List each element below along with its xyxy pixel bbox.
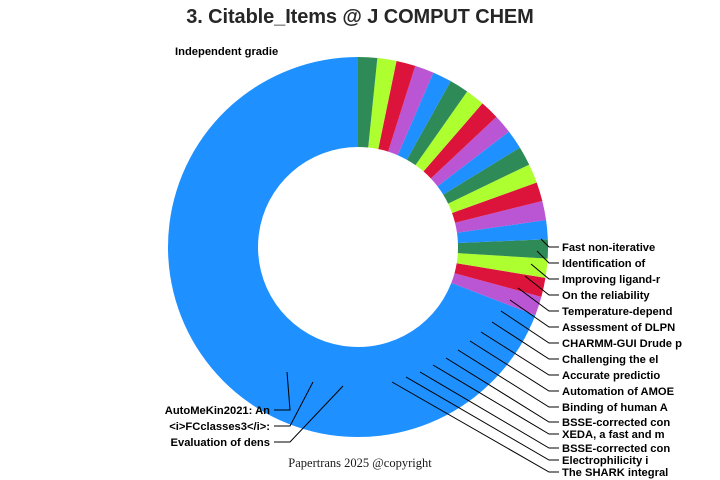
donut-wedge[interactable]	[454, 263, 546, 297]
slice-label: Accurate predictio	[562, 370, 660, 382]
leader-line	[509, 299, 559, 328]
slice-label: Binding of human A	[562, 402, 668, 414]
leader-line	[432, 364, 559, 435]
slice-label: Fast non-iterative	[562, 242, 655, 254]
donut-wedge[interactable]	[397, 72, 451, 160]
leader-line-group	[274, 238, 559, 473]
slice-label: On the reliability	[562, 290, 650, 302]
leader-line	[391, 381, 559, 473]
donut-wedge[interactable]	[368, 57, 397, 150]
donut-wedge[interactable]	[456, 219, 548, 243]
slice-label: Automation of AMOE	[562, 386, 675, 398]
donut-wedge[interactable]	[452, 182, 543, 223]
leader-line	[530, 263, 559, 280]
donut-wedge[interactable]	[358, 57, 378, 148]
leader-line	[480, 331, 559, 376]
slice-label: Challenging the el	[562, 354, 658, 366]
slice-label: Independent gradie	[175, 46, 278, 58]
leader-line	[469, 340, 559, 392]
copyright-footer: Papertrans 2025 @copyright	[288, 456, 432, 470]
page-title: 3. Citable_Items @ J COMPUT CHEM	[186, 6, 534, 28]
slice-label: Assessment of DLPN	[562, 322, 675, 334]
leader-line	[540, 238, 559, 248]
slice-label: BSSE-corrected con	[562, 443, 670, 455]
slice-label: AutoMeKin2021: An	[165, 405, 270, 417]
leader-line	[524, 275, 559, 296]
slice-label: Temperature-depend	[562, 306, 673, 318]
leader-line	[500, 310, 559, 344]
donut-wedge[interactable]	[378, 60, 416, 152]
donut-wedge[interactable]	[437, 131, 520, 195]
donut-wedge[interactable]	[456, 253, 548, 278]
donut-wedge[interactable]	[443, 147, 530, 204]
slice-label: The SHARK integral	[562, 467, 668, 479]
donut-wedge[interactable]	[448, 164, 537, 214]
donut-wedge[interactable]	[406, 81, 468, 166]
donut-wedge[interactable]	[451, 273, 542, 316]
leader-line	[405, 376, 559, 461]
donut-wedge[interactable]	[457, 239, 548, 259]
leader-line	[445, 357, 559, 423]
slice-label: <i>FCclasses3</i>:	[169, 421, 270, 433]
leader-line	[491, 321, 559, 360]
leader-line	[536, 250, 559, 264]
slice-label: Identification of	[562, 258, 646, 270]
slice-label: Electrophilicity i	[562, 455, 648, 467]
donut-wedge[interactable]	[423, 103, 497, 179]
slice-label: CHARMM-GUI Drude p	[562, 338, 682, 350]
donut-wedge[interactable]	[388, 65, 434, 156]
leader-line	[274, 371, 291, 411]
leader-line	[457, 349, 559, 408]
leader-line	[274, 381, 314, 427]
leader-line	[517, 287, 559, 312]
leader-line	[419, 371, 559, 449]
slice-label: Evaluation of dens	[171, 437, 270, 449]
donut-wedge[interactable]	[168, 57, 536, 437]
leader-line	[274, 385, 344, 443]
donut-wedge[interactable]	[430, 116, 509, 187]
donut-wedge-group	[168, 57, 548, 437]
donut-wedge[interactable]	[455, 200, 547, 233]
slice-label: XEDA, a fast and m	[562, 429, 665, 441]
slice-label: Improving ligand-r	[562, 274, 661, 286]
slice-label: BSSE-corrected con	[562, 417, 670, 429]
donut-wedge[interactable]	[415, 91, 483, 172]
